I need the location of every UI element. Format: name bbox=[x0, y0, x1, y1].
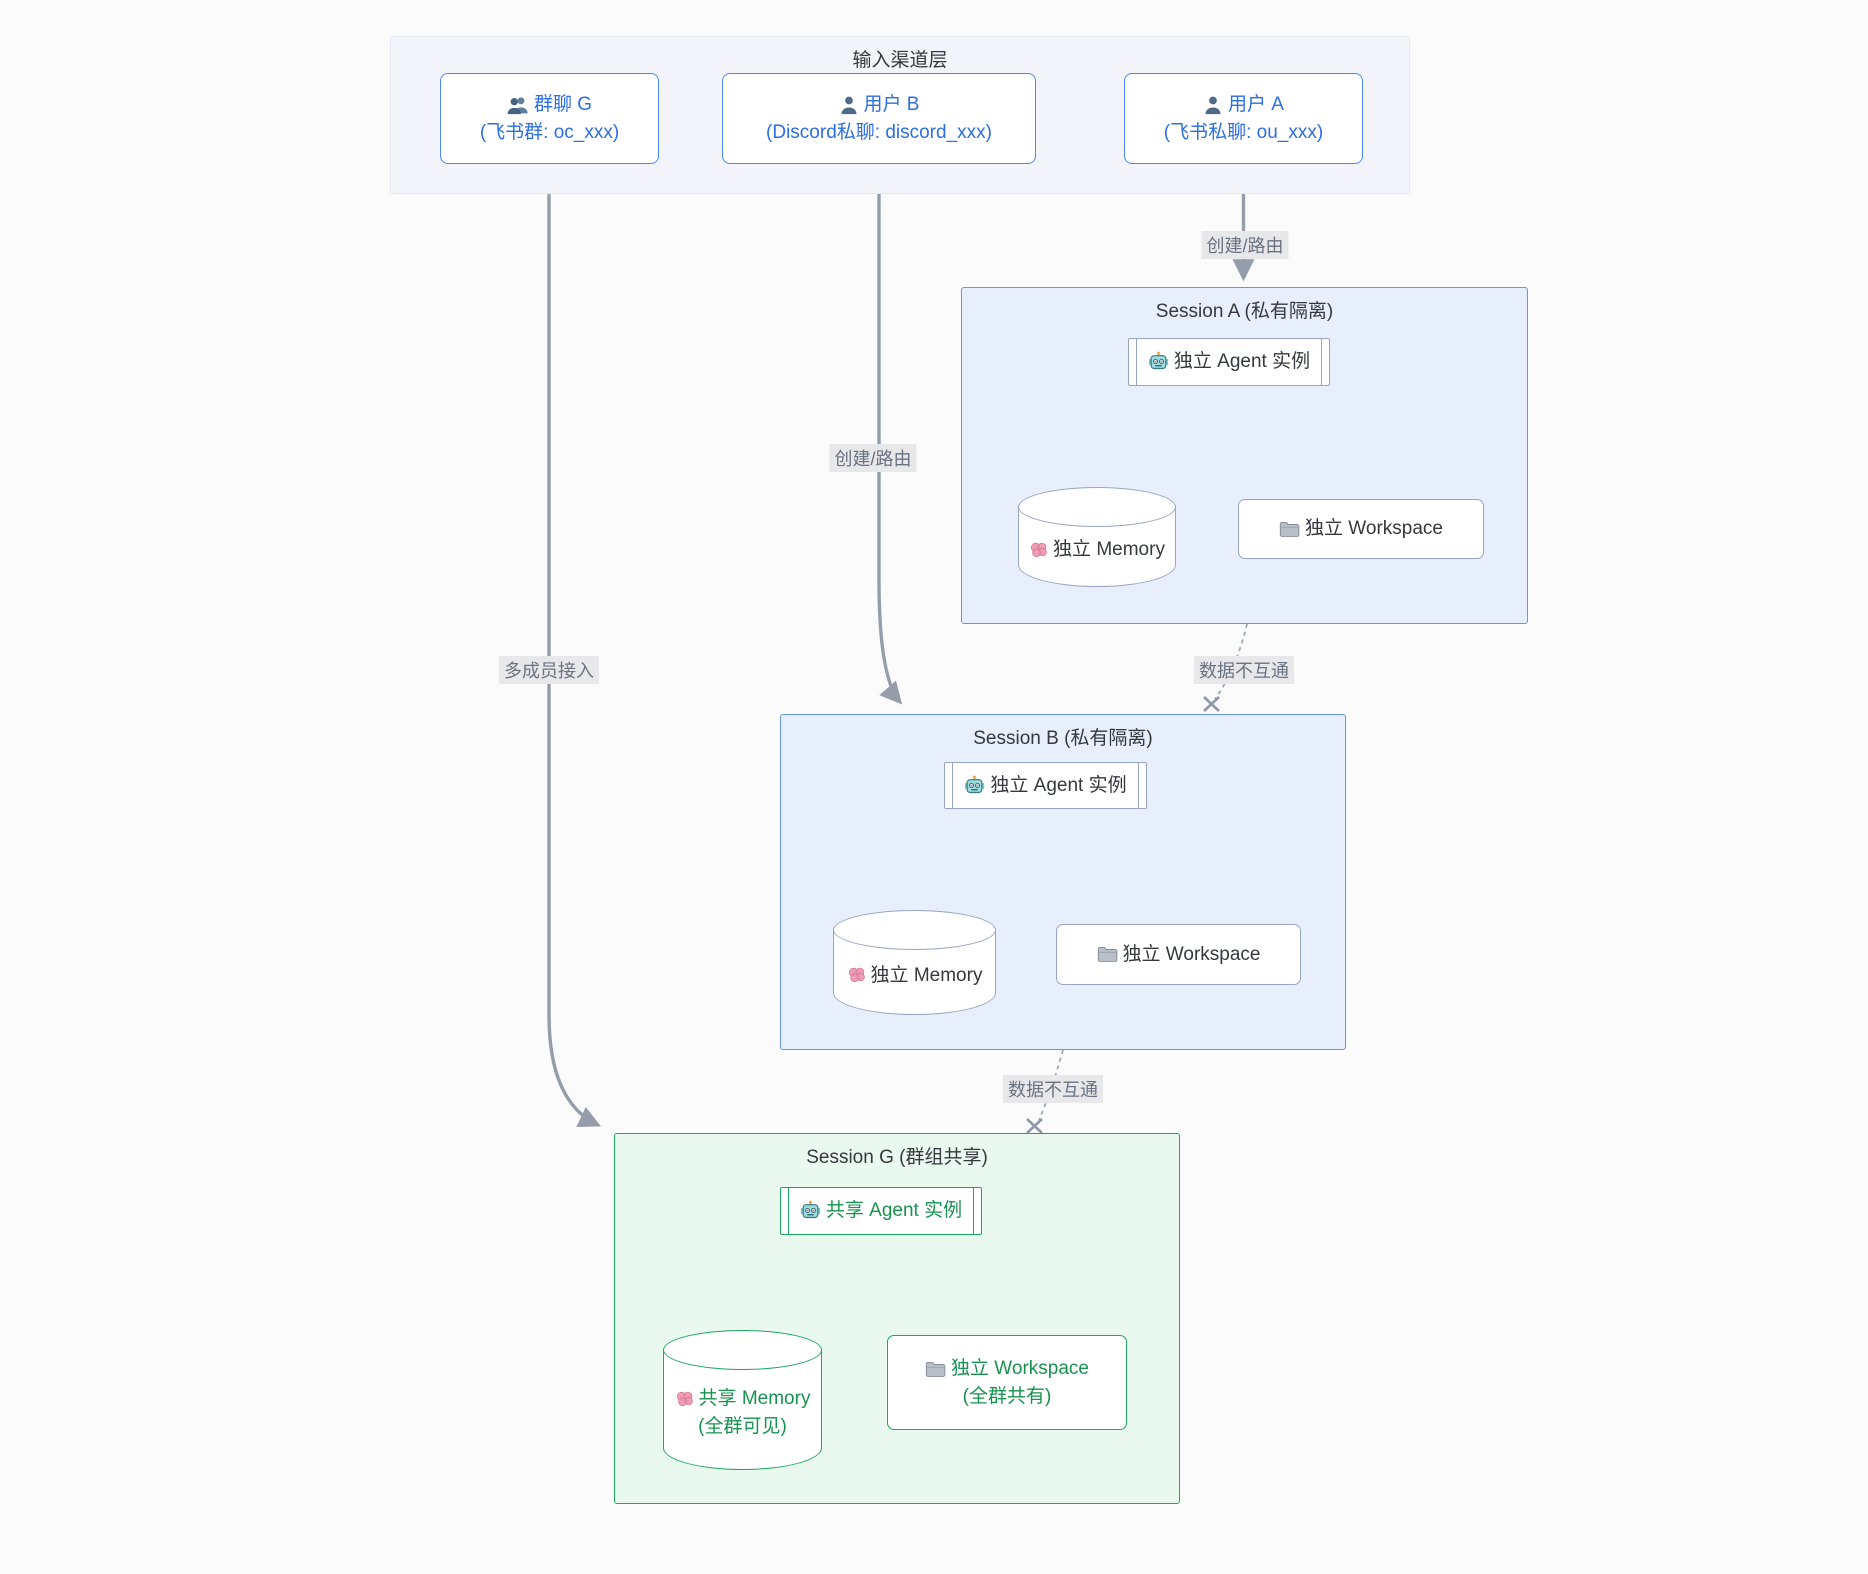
workspace-label: 独立 Workspace bbox=[951, 1357, 1089, 1379]
session-a-memory-node: 独立 Memory bbox=[1018, 487, 1176, 587]
memory-note: (全群可见) bbox=[698, 1416, 787, 1437]
edge-label-create-route-b: 创建/路由 bbox=[829, 444, 917, 472]
cylinder-body bbox=[663, 1350, 822, 1470]
session-a-title: Session A (私有隔离) bbox=[1155, 301, 1334, 322]
person-icon bbox=[1203, 95, 1223, 115]
cross-marker-ab bbox=[1203, 696, 1220, 712]
cylinder-top bbox=[1018, 487, 1176, 527]
edge-label-no-data-ab: 数据不互通 bbox=[1194, 656, 1294, 684]
session-g-title: Session G (群组共享) bbox=[806, 1147, 988, 1168]
session-a-agent-node: 独立 Agent 实例 bbox=[1128, 338, 1330, 386]
cross-marker-bg bbox=[1026, 1118, 1043, 1134]
edge-group-g-to-session-g bbox=[547, 164, 601, 1128]
memory-label: 独立 Memory bbox=[870, 964, 983, 986]
session-g-agent-node: 共享 Agent 实例 bbox=[780, 1187, 982, 1235]
brain-icon bbox=[675, 1390, 695, 1408]
folder-icon bbox=[1279, 520, 1300, 538]
workspace-note: (全群共有) bbox=[962, 1385, 1052, 1407]
session-g-workspace-node: 独立 Workspace (全群共有) bbox=[887, 1335, 1127, 1430]
channel-label: 群聊 G bbox=[533, 93, 593, 115]
channel-node-user-b: 用户 B (Discord私聊: discord_xxx) bbox=[722, 73, 1036, 164]
channel-node-group-g: 群聊 G (飞书群: oc_xxx) bbox=[440, 73, 659, 164]
brain-icon bbox=[847, 966, 867, 984]
memory-label: 独立 Memory bbox=[1053, 539, 1165, 561]
session-a-workspace-node: 独立 Workspace bbox=[1238, 499, 1484, 559]
session-b-title: Session B (私有隔离) bbox=[973, 728, 1153, 749]
people-icon bbox=[507, 95, 529, 115]
input-layer-title: 输入渠道层 bbox=[852, 50, 948, 71]
agent-label: 独立 Agent 实例 bbox=[990, 774, 1127, 796]
channel-detail: (Discord私聊: discord_xxx) bbox=[766, 121, 992, 143]
edge-label-multi-member: 多成员接入 bbox=[499, 656, 599, 684]
edge-label-create-route-a: 创建/路由 bbox=[1201, 231, 1289, 259]
workspace-label: 独立 Workspace bbox=[1122, 943, 1261, 965]
agent-label: 独立 Agent 实例 bbox=[1173, 351, 1311, 373]
channel-label: 用户 B bbox=[863, 93, 920, 115]
channel-detail: (飞书群: oc_xxx) bbox=[479, 121, 620, 143]
cylinder-top bbox=[663, 1330, 822, 1370]
edge-user-b-to-session-b bbox=[877, 164, 903, 705]
memory-label: 共享 Memory bbox=[698, 1388, 811, 1410]
session-b-memory-node: 独立 Memory bbox=[833, 910, 996, 1015]
person-icon bbox=[839, 95, 859, 115]
cylinder-top bbox=[833, 910, 996, 950]
channel-detail: (飞书私聊: ou_xxx) bbox=[1163, 121, 1324, 143]
folder-icon bbox=[1097, 945, 1118, 963]
robot-icon bbox=[1148, 351, 1169, 372]
folder-icon bbox=[925, 1360, 946, 1378]
robot-icon bbox=[964, 775, 985, 796]
edge-label-no-data-bg: 数据不互通 bbox=[1003, 1075, 1103, 1103]
session-g-memory-node: 共享 Memory (全群可见) bbox=[663, 1330, 822, 1470]
brain-icon bbox=[1029, 541, 1049, 559]
agent-label: 共享 Agent 实例 bbox=[825, 1200, 963, 1222]
channel-node-user-a: 用户 A (飞书私聊: ou_xxx) bbox=[1124, 73, 1363, 164]
session-b-workspace-node: 独立 Workspace bbox=[1056, 924, 1301, 985]
session-b-agent-node: 独立 Agent 实例 bbox=[944, 762, 1147, 809]
channel-label: 用户 A bbox=[1228, 93, 1284, 115]
workspace-label: 独立 Workspace bbox=[1305, 518, 1443, 540]
robot-icon bbox=[800, 1200, 821, 1221]
